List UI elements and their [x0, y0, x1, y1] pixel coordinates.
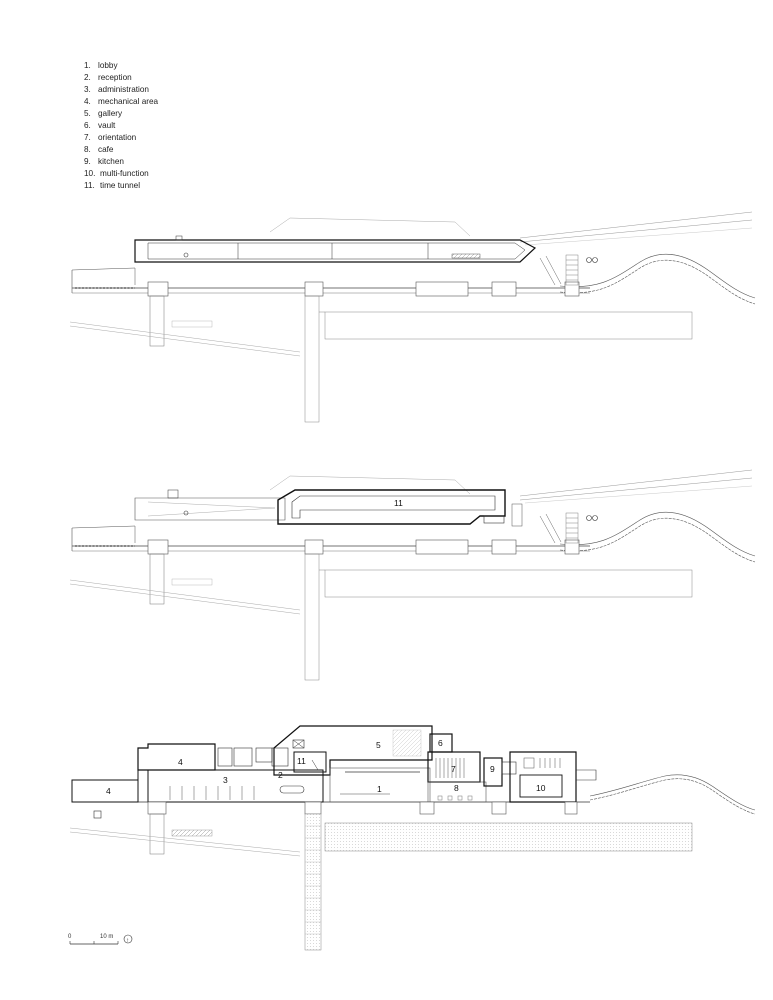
label-reception: 2 [278, 770, 283, 780]
north-arrow-icon: ↑ [126, 938, 129, 944]
label-mechanical-area-annex: 4 [106, 786, 111, 796]
legend-item-vault: 6.vault [84, 121, 116, 130]
label-vault: 6 [438, 738, 443, 748]
north-arrow-circle [123, 934, 133, 944]
label-time-tunnel-upper: 11 [394, 498, 403, 508]
label-lobby: 1 [377, 784, 382, 794]
label-orientation: 7 [451, 764, 456, 774]
label-cafe: 8 [454, 783, 459, 793]
label-administration: 3 [223, 775, 228, 785]
legend-item-gallery: 5.gallery [84, 109, 123, 118]
scale-bar [69, 941, 119, 945]
legend-item-cafe: 8.cafe [84, 145, 114, 154]
label-time-tunnel: 11 [297, 756, 306, 766]
legend-item-multi-function: 10.multi-function [84, 169, 149, 178]
legend-item-kitchen: 9.kitchen [84, 157, 124, 166]
legend-item-mechanical-area: 4.mechanical area [84, 97, 159, 106]
legend-item-orientation: 7.orientation [84, 133, 137, 142]
legend-item-lobby: 1.lobby [84, 61, 118, 70]
label-kitchen: 9 [490, 764, 495, 774]
ground-level-plan [69, 725, 756, 951]
legend-item-reception: 2.reception [84, 73, 132, 82]
legend: 1.lobby 2.reception 3.administration 4.m… [84, 60, 158, 192]
label-gallery: 5 [376, 740, 381, 750]
upper-level-plan [69, 469, 756, 681]
label-multi-function: 10 [536, 783, 546, 793]
legend-item-time-tunnel: 11.time tunnel [84, 181, 141, 190]
label-mechanical-area-west: 4 [178, 757, 183, 767]
scale-bar-start: 0 [68, 934, 72, 940]
legend-item-administration: 3.administration [84, 85, 149, 94]
roof-plan [69, 211, 756, 423]
scale-bar-end: 10 m [100, 934, 113, 940]
